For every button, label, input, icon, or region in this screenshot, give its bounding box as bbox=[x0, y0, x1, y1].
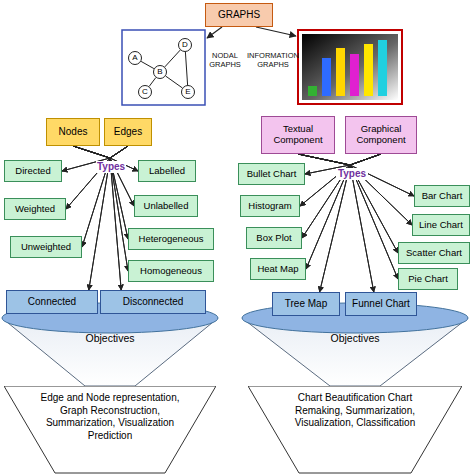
funnel-shape bbox=[0, 302, 220, 388]
node-text: GRAPHS bbox=[218, 9, 260, 21]
type-box: Connected bbox=[6, 290, 98, 314]
type-box: Bar Chart bbox=[414, 185, 470, 207]
node-text: Heat Map bbox=[257, 264, 298, 275]
types-label: Types bbox=[96, 161, 126, 173]
connector-arrow bbox=[166, 76, 183, 88]
connector-arrow bbox=[302, 154, 381, 238]
type-box: Heat Map bbox=[250, 258, 306, 280]
node-text: Pie Chart bbox=[408, 274, 448, 285]
node-text: Nodes bbox=[59, 126, 88, 138]
node-text: D bbox=[182, 40, 188, 49]
node-text: Directed bbox=[15, 166, 50, 177]
type-box: Pie Chart bbox=[398, 268, 458, 290]
connector-arrow bbox=[298, 154, 398, 279]
objectives-list: Edge and Node representation, Graph Reco… bbox=[4, 386, 216, 474]
node-text: Textual Component bbox=[265, 124, 331, 146]
node-text: Graphical Component bbox=[349, 124, 413, 146]
types-label: Types bbox=[336, 168, 368, 180]
type-box: Line Chart bbox=[412, 214, 470, 236]
node-text: Line Chart bbox=[419, 220, 463, 231]
component-box: Textual Component bbox=[261, 116, 335, 154]
graph-vertex: A bbox=[128, 51, 142, 65]
node-text: Heterogeneous bbox=[139, 234, 204, 245]
type-box: Scatter Chart bbox=[398, 242, 470, 264]
connector-arrow bbox=[165, 50, 180, 67]
node-text: Edge and Node representation, Graph Reco… bbox=[28, 392, 192, 442]
type-box: Histogram bbox=[240, 195, 300, 217]
objectives-list: Chart Beautification Chart Remaking, Sum… bbox=[248, 386, 462, 474]
node-text: Unlabelled bbox=[144, 201, 189, 212]
type-box: Box Plot bbox=[246, 227, 302, 249]
node-text: A bbox=[132, 53, 137, 62]
connector-arrow bbox=[89, 146, 128, 290]
type-box: Bullet Chart bbox=[238, 163, 305, 185]
component-box: Nodes bbox=[46, 118, 100, 146]
branch-label: INFORMATION GRAPHS bbox=[244, 52, 302, 69]
type-box: Funnel Chart bbox=[345, 292, 417, 316]
node-text: Chart Beautification Chart Remaking, Sum… bbox=[273, 392, 437, 430]
node-text: Box Plot bbox=[256, 233, 291, 244]
type-box: Homogeneous bbox=[128, 260, 214, 282]
branch-arrows bbox=[207, 27, 296, 38]
type-box: Labelled bbox=[138, 160, 196, 182]
connector-arrow bbox=[185, 52, 187, 85]
node-text: Edges bbox=[114, 126, 142, 138]
connector-arrow bbox=[350, 154, 412, 225]
title-box: GRAPHS bbox=[205, 3, 273, 27]
graph-vertex: E bbox=[181, 85, 195, 99]
node-text: Unweighted bbox=[21, 242, 71, 253]
node-text: Connected bbox=[28, 296, 76, 308]
node-text: Objectives bbox=[295, 332, 415, 345]
branch-label: NODAL GRAPHS bbox=[204, 52, 246, 69]
node-text: B bbox=[157, 67, 162, 76]
connector-arrow bbox=[149, 78, 156, 87]
objectives-funnel: Objectives bbox=[0, 302, 220, 388]
type-box: Weighted bbox=[4, 198, 66, 220]
component-box: Graphical Component bbox=[345, 116, 417, 154]
connector-arrow bbox=[141, 61, 154, 68]
node-text: Disconnected bbox=[123, 296, 184, 308]
node-text: Objectives bbox=[50, 332, 170, 345]
node-text: Scatter Chart bbox=[406, 248, 462, 259]
node-text: Bullet Chart bbox=[247, 169, 297, 180]
node-text: E bbox=[185, 87, 190, 96]
type-box: Unweighted bbox=[10, 236, 82, 258]
node-text: Tree Map bbox=[285, 298, 327, 310]
node-text: Funnel Chart bbox=[352, 298, 410, 310]
type-box: Unlabelled bbox=[134, 195, 198, 217]
chart-illustration bbox=[298, 30, 402, 104]
node-text: Homogeneous bbox=[140, 266, 202, 277]
connector-arrow bbox=[73, 146, 128, 239]
type-box: Directed bbox=[4, 160, 62, 182]
type-box: Heterogeneous bbox=[128, 228, 214, 250]
node-text: C bbox=[142, 87, 148, 96]
graph-illustration bbox=[122, 30, 205, 105]
type-box: Tree Map bbox=[272, 292, 340, 316]
connector-arrow bbox=[298, 154, 398, 253]
connector-arrow bbox=[82, 146, 128, 247]
node-text: Histogram bbox=[248, 201, 291, 212]
node-text: Weighted bbox=[15, 204, 55, 215]
connector-arrow bbox=[320, 154, 381, 292]
type-box: Disconnected bbox=[100, 290, 206, 314]
node-text: Labelled bbox=[149, 166, 185, 177]
component-box: Edges bbox=[104, 118, 152, 146]
graph-vertex: D bbox=[178, 38, 192, 52]
graph-vertex: B bbox=[153, 65, 167, 79]
node-text: Bar Chart bbox=[422, 191, 463, 202]
connector-arrow bbox=[298, 154, 414, 196]
graph-vertex: C bbox=[138, 85, 152, 99]
